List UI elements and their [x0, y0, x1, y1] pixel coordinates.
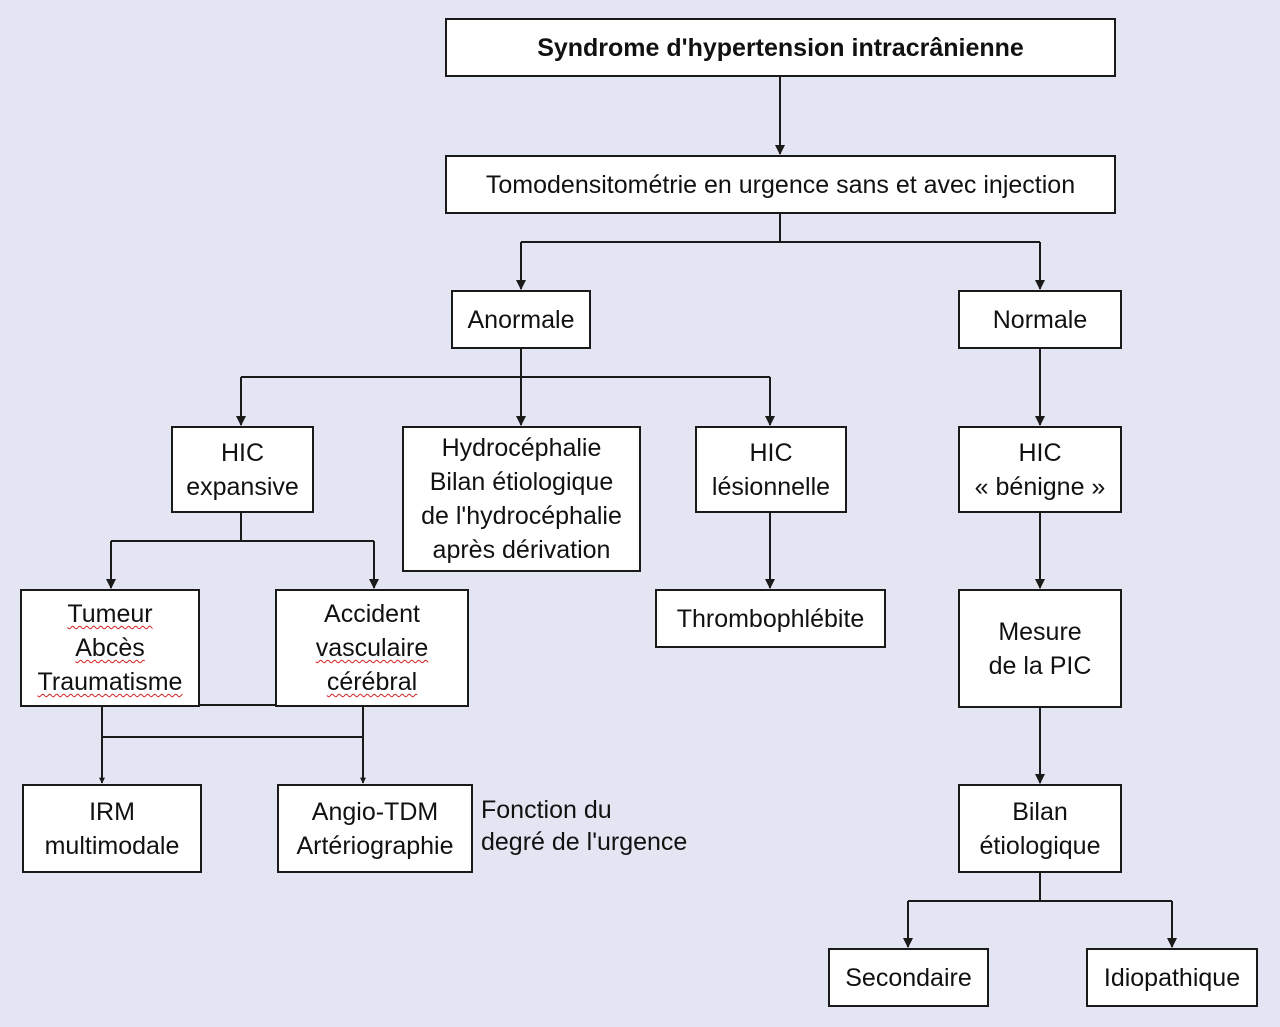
tumeur-line-3: Traumatisme: [37, 668, 183, 696]
hydrocephalie-line-2: Bilan étiologique: [429, 468, 614, 496]
thrombophlebite-node: Thrombophlébite: [655, 589, 886, 648]
mesure-pic-node: Mesure de la PIC: [958, 589, 1122, 708]
anormale-node: Anormale: [451, 290, 591, 349]
secondaire-node: Secondaire: [828, 948, 989, 1007]
hydrocephalie-line-3: de l'hydrocéphalie: [421, 502, 622, 530]
mesure-pic-line-1: Mesure: [998, 617, 1082, 646]
tdm-node: Tomodensitométrie en urgence sans et ave…: [445, 155, 1116, 214]
hydrocephalie-line-4: après dérivation: [432, 536, 611, 564]
hic-benigne-line-2: « bénigne »: [974, 472, 1106, 501]
hic-lesionnelle-line-2: lésionnelle: [711, 472, 831, 501]
angio-line-2: Artériographie: [296, 831, 454, 860]
secondaire-label: Secondaire: [845, 963, 972, 992]
hydrocephalie-node: Hydrocéphalie Bilan étiologique de l'hyd…: [402, 426, 641, 572]
irm-node: IRM multimodale: [22, 784, 202, 873]
thrombophlebite-label: Thrombophlébite: [676, 604, 865, 633]
hic-lesionnelle-line-1: HIC: [749, 438, 793, 467]
anormale-label: Anormale: [467, 305, 575, 334]
urgency-annotation-line-1: Fonction du: [481, 796, 612, 824]
hydrocephalie-line-1: Hydrocéphalie: [441, 434, 602, 462]
urgency-annotation: Fonction du degré de l'urgence: [481, 794, 687, 858]
hic-expansive-line-2: expansive: [186, 472, 299, 501]
bilan-line-1: Bilan: [1012, 797, 1068, 826]
avc-line-3: cérébral: [326, 668, 418, 696]
tumeur-line-1: Tumeur: [67, 600, 153, 628]
hic-benigne-node: HIC « bénigne »: [958, 426, 1122, 513]
hic-benigne-line-1: HIC: [1018, 438, 1062, 467]
bilan-node: Bilan étiologique: [958, 784, 1122, 873]
irm-line-2: multimodale: [44, 831, 180, 860]
hic-expansive-line-1: HIC: [220, 438, 265, 467]
normale-label: Normale: [992, 305, 1088, 334]
avc-line-2: vasculaire: [315, 634, 429, 662]
angio-node: Angio-TDM Artériographie: [277, 784, 473, 873]
hic-lesionnelle-node: HIC lésionnelle: [695, 426, 847, 513]
root-label: Syndrome d'hypertension intracrânienne: [537, 33, 1024, 62]
idiopathique-label: Idiopathique: [1103, 963, 1241, 992]
hic-expansive-node: HIC expansive: [171, 426, 314, 513]
tdm-label: Tomodensitométrie en urgence sans et ave…: [485, 170, 1076, 199]
irm-line-1: IRM: [89, 797, 135, 826]
urgency-annotation-line-2: degré de l'urgence: [481, 828, 688, 856]
bilan-line-2: étiologique: [979, 831, 1101, 860]
tumeur-line-2: Abcès: [75, 634, 145, 662]
idiopathique-node: Idiopathique: [1086, 948, 1258, 1007]
tumeur-node: Tumeur Abcès Traumatisme: [20, 589, 200, 707]
avc-node: Accident vasculaire cérébral: [275, 589, 469, 707]
avc-line-1: Accident: [324, 600, 420, 628]
mesure-pic-line-2: de la PIC: [988, 651, 1092, 680]
root-node: Syndrome d'hypertension intracrânienne: [445, 18, 1116, 77]
normale-node: Normale: [958, 290, 1122, 349]
angio-line-1: Angio-TDM: [311, 797, 439, 826]
